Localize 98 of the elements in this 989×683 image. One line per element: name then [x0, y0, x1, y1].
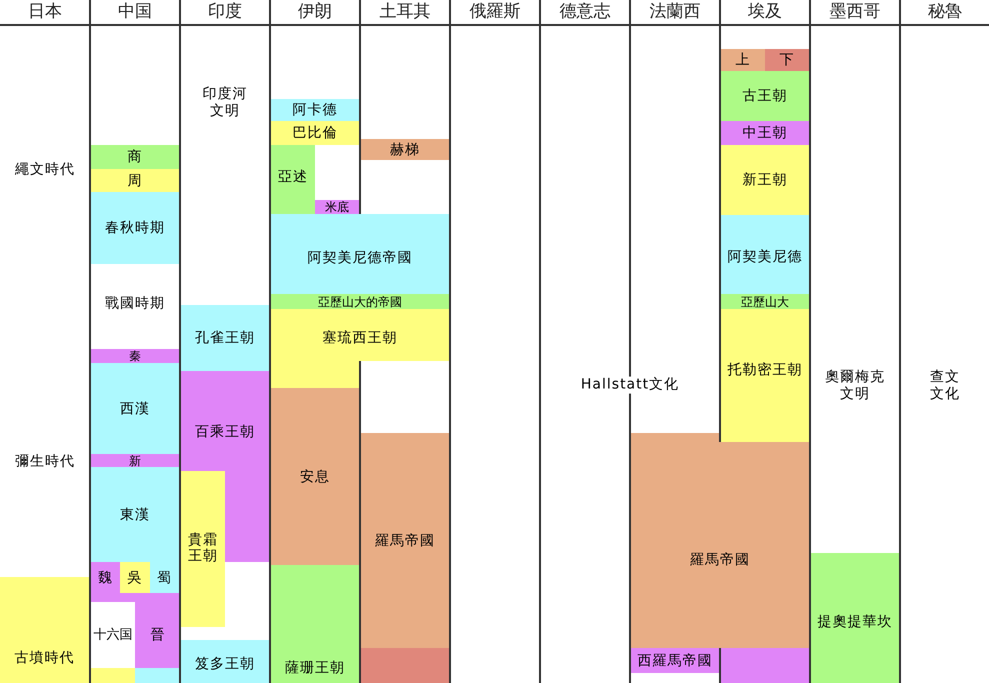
period-block — [271, 294, 449, 309]
column-header: 埃及 — [748, 4, 782, 20]
period-name: 古王朝 — [742, 89, 788, 103]
period-block — [721, 71, 809, 121]
period-block — [765, 49, 809, 71]
era-label: 查文文化 — [929, 369, 961, 403]
period-name: 春秋時期 — [105, 221, 165, 235]
column-header: 印度 — [208, 4, 242, 20]
period-name: 巴比倫 — [292, 126, 338, 140]
period-name: 亞歷山大的帝國 — [318, 296, 402, 308]
column-header: 日本 — [28, 4, 62, 20]
period-block — [91, 593, 179, 668]
period-name: 西羅馬帝國 — [638, 654, 712, 668]
period-name: 商 — [128, 150, 142, 164]
period-block — [271, 214, 449, 294]
period-block — [271, 145, 315, 214]
era-label: 奧爾梅克文明 — [824, 369, 886, 403]
period-name: 亞歷山大 — [741, 296, 789, 308]
period-name: 亞述 — [278, 170, 308, 184]
era-label: 彌生時代 — [15, 454, 75, 470]
era-label: 印度河文明 — [202, 86, 248, 120]
period-block — [315, 200, 359, 214]
period-block — [181, 305, 269, 371]
period-name: 西漢 — [120, 402, 150, 416]
period-block — [271, 388, 359, 565]
period-name: 米底 — [325, 201, 349, 213]
period-block — [721, 309, 809, 442]
period-name: 阿契美尼德帝國 — [308, 251, 412, 265]
period-block — [631, 433, 809, 648]
period-block — [721, 121, 809, 145]
period-name: 笈多王朝 — [195, 657, 255, 671]
period-block — [181, 371, 269, 562]
period-name: 中王朝 — [742, 126, 788, 140]
column-header: 法蘭西 — [650, 4, 700, 20]
period-block — [181, 471, 225, 627]
column-header: 伊朗 — [298, 4, 332, 20]
period-name: 安息 — [300, 470, 330, 484]
period-block — [271, 309, 449, 388]
period-block — [91, 169, 179, 192]
period-block — [361, 139, 449, 160]
period-name: 薩珊王朝 — [285, 661, 345, 675]
period-block — [120, 562, 150, 593]
period-name: 周 — [128, 174, 142, 188]
period-block — [721, 294, 809, 309]
period-block — [91, 349, 179, 363]
period-name: 赫梯 — [390, 142, 420, 156]
period-block — [811, 553, 899, 683]
period-name: 魏 — [98, 570, 113, 584]
period-name: 東漢 — [120, 508, 150, 522]
era-label: 繩文時代 — [15, 162, 75, 178]
period-name: 吳 — [128, 570, 142, 584]
period-block — [91, 192, 179, 264]
period-block — [271, 121, 359, 145]
period-block — [91, 145, 179, 169]
column-header: 俄羅斯 — [470, 4, 520, 20]
period-block — [631, 648, 719, 673]
period-block — [361, 433, 449, 648]
period-name: 貴霜王朝 — [187, 532, 219, 564]
period-block — [91, 668, 135, 683]
period-name: 新王朝 — [742, 173, 788, 187]
period-name: 羅馬帝國 — [375, 534, 435, 548]
period-name: 提奧提華坎 — [818, 615, 892, 629]
period-name: 下 — [780, 53, 794, 67]
period-name: 晉 — [150, 628, 166, 642]
period-block — [271, 565, 359, 683]
period-name: 百乘王朝 — [195, 425, 255, 439]
period-name: 阿卡德 — [292, 103, 338, 117]
period-block — [361, 648, 449, 683]
period-name: 阿契美尼德 — [728, 250, 802, 264]
column-header: 中国 — [118, 4, 152, 20]
period-name: 新 — [129, 454, 141, 466]
period-name: 古墳時代 — [14, 651, 74, 665]
column-header: 墨西哥 — [830, 4, 880, 20]
period-block — [91, 454, 179, 467]
period-name: 羅馬帝國 — [690, 553, 750, 567]
period-block — [721, 215, 809, 294]
period-block — [271, 99, 359, 121]
period-block — [721, 648, 809, 683]
period-block — [91, 562, 120, 593]
period-name: 秦 — [129, 350, 141, 362]
period-block — [91, 467, 179, 562]
era-label: 戰國時期 — [105, 296, 165, 312]
period-name: 孔雀王朝 — [195, 331, 255, 345]
period-block — [91, 363, 179, 454]
column-header: 德意志 — [560, 4, 610, 20]
period-name: 蜀 — [157, 570, 172, 584]
period-block — [181, 640, 269, 683]
column-header: 秘魯 — [928, 4, 962, 20]
period-name: 塞琉西王朝 — [322, 331, 398, 345]
period-block — [150, 562, 179, 593]
column-header: 土耳其 — [380, 4, 430, 20]
period-block — [721, 49, 765, 71]
era-label: 十六国 — [94, 628, 132, 642]
period-block — [721, 145, 809, 215]
period-name: 上 — [736, 53, 750, 67]
period-block — [135, 668, 179, 683]
period-block — [0, 577, 89, 683]
period-name: 托勒密王朝 — [728, 363, 802, 377]
